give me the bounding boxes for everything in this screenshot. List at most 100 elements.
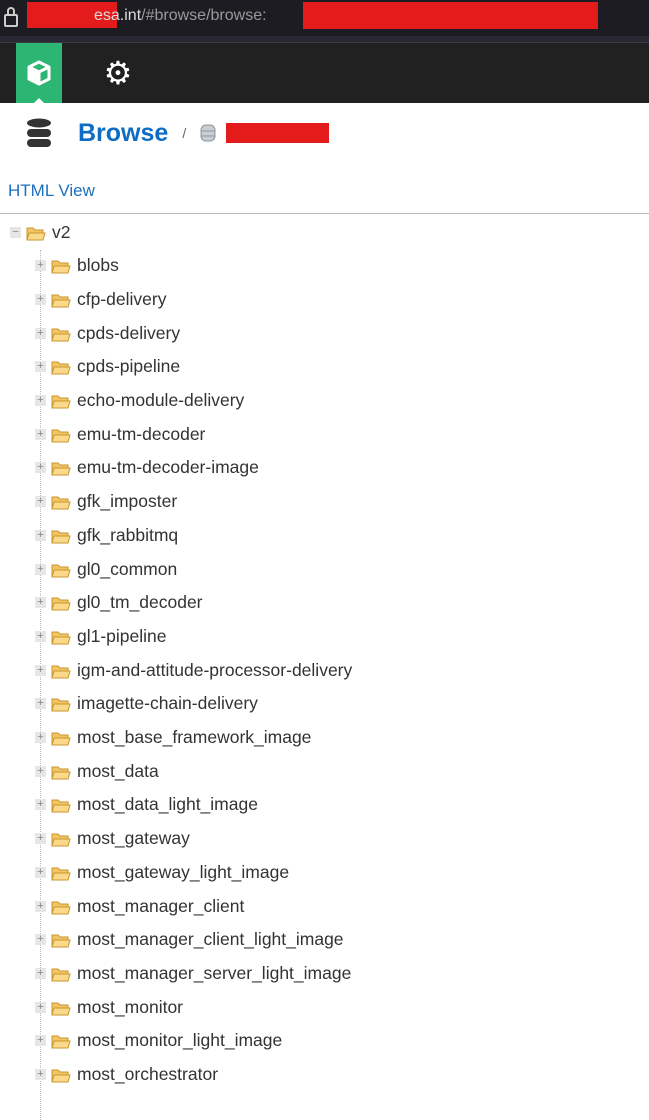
tree-node[interactable]: +most_monitor_light_image [35, 1029, 282, 1053]
expand-icon[interactable]: + [35, 732, 46, 743]
expand-icon[interactable]: + [35, 260, 46, 272]
tree-node[interactable]: +emu-tm-decoder [35, 422, 205, 446]
tree-node[interactable]: + most_manager_client_light_image [35, 928, 344, 952]
tree-node[interactable]: + imagette-chain-delivery [35, 692, 258, 716]
expand-icon[interactable]: + [35, 529, 46, 541]
tree-node[interactable]: +cpds-delivery [35, 321, 180, 345]
expand-icon[interactable]: + [35, 664, 46, 676]
tree-node[interactable]: + gl0_common [35, 557, 177, 581]
tree-node[interactable]: + most_manager_client [35, 894, 244, 918]
expand-icon[interactable]: + [35, 597, 46, 609]
expand-icon[interactable]: + [35, 395, 46, 406]
tree-node[interactable]: + cpds-pipeline [35, 355, 180, 379]
expand-icon[interactable]: + [35, 1069, 46, 1080]
folder-icon [51, 696, 71, 712]
tree-node-label: cpds-pipeline [77, 356, 181, 377]
folder-icon [51, 393, 71, 409]
tree-node-label: blobs [77, 255, 119, 276]
tree-node[interactable]: + most_orchestrator [35, 1063, 218, 1087]
expand-icon[interactable]: + [35, 900, 46, 912]
tree-node-label: cfp-delivery [77, 288, 167, 309]
tree-node-label: most_base_framework_image [77, 727, 312, 747]
tree-node-label: most_data_light_image [77, 794, 258, 815]
tree-node-label: gl1-pipeline [77, 625, 167, 646]
expand-icon[interactable]: + [35, 1001, 46, 1013]
tree-node[interactable]: + most_gateway_light_image [35, 860, 289, 884]
folder-icon [51, 899, 71, 914]
expand-icon[interactable]: + [35, 698, 46, 710]
expand-icon[interactable]: + [35, 563, 46, 575]
address-bar[interactable]: esa.int/#browse/browse: [0, 0, 649, 36]
tree-node-label: v2 [52, 221, 71, 242]
expand-icon[interactable]: + [35, 1035, 46, 1047]
expand-icon[interactable]: + [35, 833, 46, 845]
folder-icon [51, 629, 71, 645]
tree-node[interactable]: +most_monitor [35, 995, 183, 1019]
redacted-repository [226, 123, 330, 143]
tree-node-label: gl0_common [77, 558, 178, 579]
expand-icon[interactable]: + [35, 967, 46, 979]
folder-icon [51, 865, 71, 881]
folder-icon [51, 326, 71, 342]
tree-node-label: most_data [77, 760, 159, 781]
expand-icon[interactable]: + [35, 934, 46, 946]
tree-node[interactable]: + igm-and-attitude-processor-delivery [35, 658, 352, 682]
folder-icon [51, 831, 71, 847]
folder-icon [51, 359, 71, 375]
tree-node[interactable]: +most_gateway [35, 827, 190, 851]
redacted-path [303, 2, 598, 29]
expand-icon[interactable]: + [35, 799, 46, 811]
tree-node-label: most_manager_client [77, 895, 245, 916]
tree-node-label: gfk_imposter [77, 491, 178, 512]
tree-node-label: imagette-chain-delivery [77, 693, 258, 714]
divider [0, 36, 649, 43]
browse-tab[interactable] [16, 43, 62, 103]
expand-icon[interactable]: + [35, 293, 46, 305]
folder-icon [51, 663, 71, 679]
tree-guide-line [40, 250, 41, 1120]
tree-node-label: emu-tm-decoder-image [77, 457, 259, 478]
tree-node-label: most_orchestrator [77, 1064, 219, 1084]
tree-node[interactable]: +most_manager_server_light_image [35, 961, 351, 985]
tree-node[interactable]: + most_data_light_image [35, 793, 258, 817]
expand-icon[interactable]: + [35, 327, 46, 339]
url-text: esa.int/#browse/browse: [94, 7, 267, 24]
expand-icon[interactable]: + [35, 428, 46, 440]
expand-icon[interactable]: + [35, 462, 46, 474]
folder-icon [51, 932, 71, 948]
html-view-link[interactable]: HTML View [8, 181, 95, 200]
gear-icon[interactable]: ⚙ [103, 55, 133, 91]
expand-icon[interactable]: + [35, 361, 46, 373]
expand-icon[interactable]: + [35, 765, 46, 777]
folder-icon [51, 764, 71, 780]
expand-icon[interactable]: + [35, 866, 46, 878]
tree-node-label: gl0_tm_decoder [77, 592, 203, 613]
tree-node[interactable]: +gfk_rabbitmq [35, 523, 178, 547]
divider [0, 213, 649, 214]
tree-node[interactable]: + gl1-pipeline [35, 624, 167, 648]
tree-node-label: most_manager_client_light_image [77, 929, 344, 950]
page-title[interactable]: Browse [78, 118, 169, 147]
tree-node[interactable]: + blobs [35, 254, 119, 278]
folder-icon [51, 730, 71, 746]
tree-node[interactable]: + emu-tm-decoder-image [35, 456, 259, 480]
tree-node-label: igm-and-attitude-processor-delivery [77, 659, 353, 680]
tree-node[interactable]: + gfk_imposter [35, 490, 177, 514]
tree-node[interactable]: + most_data [35, 759, 159, 783]
tree-node[interactable]: + echo-module-delivery [35, 389, 244, 413]
tree-node-label: echo-module-delivery [77, 390, 245, 410]
tree-node[interactable]: + most_base_framework_image [35, 726, 311, 750]
database-icon [27, 118, 51, 147]
folder-icon [51, 460, 71, 476]
tree-node[interactable]: + gl0_tm_decoder [35, 591, 203, 615]
expand-icon[interactable]: + [35, 630, 46, 642]
tree-node-label: most_gateway_light_image [77, 861, 290, 882]
breadcrumb-separator: / [182, 125, 187, 141]
folder-icon [51, 258, 71, 274]
tree-node[interactable]: + cfp-delivery [35, 287, 166, 311]
expand-icon[interactable]: + [35, 496, 46, 508]
collapse-icon[interactable]: − [10, 226, 21, 238]
tree-node-root[interactable]: − v2 [10, 220, 70, 244]
folder-icon [51, 1000, 71, 1016]
folder-icon [51, 966, 71, 982]
